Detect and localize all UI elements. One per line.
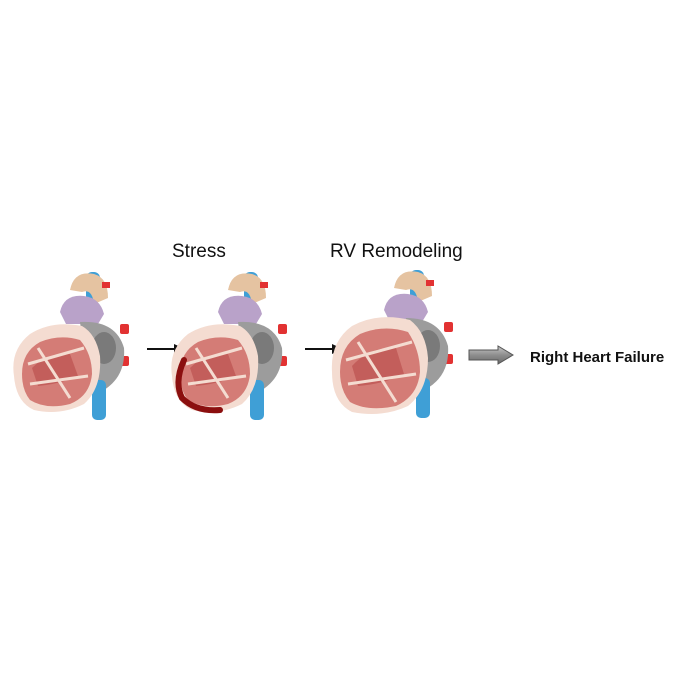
rv-remodeling-label: RV Remodeling [330, 241, 463, 263]
heart-remodeled-illustration [330, 262, 465, 422]
right-heart-failure-label: Right Heart Failure [530, 349, 664, 366]
block-arrow-icon [468, 345, 514, 365]
heart-stress-illustration [166, 264, 301, 424]
heart-normal-illustration [8, 264, 143, 424]
stress-label: Stress [172, 241, 226, 263]
